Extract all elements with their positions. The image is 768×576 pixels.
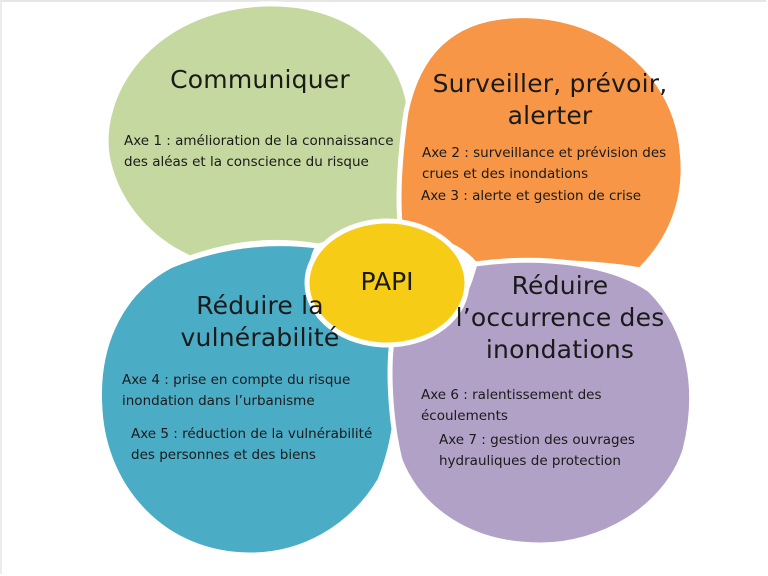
petal-surveiller-title: Surveiller, prévoir, alerter [420, 68, 680, 132]
axe-1: Axe 1 : amélioration de la connaissance … [124, 131, 414, 173]
axe-line: hydrauliques de protection [439, 453, 621, 469]
petal-occurrence-title: Réduire l’occurrence des inondations [445, 270, 675, 366]
axe-2: Axe 2 : surveillance et prévision des cr… [422, 143, 702, 185]
axe-line: écoulements [421, 408, 508, 424]
axe-line: des personnes et des biens [131, 447, 316, 463]
axe-line: crues et des inondations [422, 166, 589, 182]
axe-line: Axe 4 : prise en compte du risque [122, 372, 351, 388]
papi-center-shape [304, 218, 470, 348]
title-line: l’occurrence des [455, 303, 665, 332]
petal-communiquer-title: Communiquer [150, 64, 370, 96]
axe-6: Axe 6 : ralentissement des écoulements [421, 385, 681, 427]
axe-line: Axe 3 : alerte et gestion de crise [421, 188, 642, 204]
axe-line: Axe 6 : ralentissement des [421, 387, 602, 403]
axe-line: Axe 2 : surveillance et prévision des [422, 145, 667, 161]
title-line: inondations [485, 335, 635, 364]
axe-line: inondation dans l’urbanisme [122, 393, 315, 409]
papi-label: PAPI [360, 267, 414, 296]
axe-4: Axe 4 : prise en compte du risque inonda… [122, 370, 382, 412]
title-line: vulnérabilité [180, 323, 340, 352]
axe-3: Axe 3 : alerte et gestion de crise [421, 186, 701, 207]
axe-line: des aléas et la conscience du risque [124, 154, 369, 170]
axe-line: Axe 7 : gestion des ouvrages [439, 432, 635, 448]
title-line: Réduire la [196, 291, 324, 320]
title-line: Communiquer [170, 65, 350, 94]
papi-center: PAPI [337, 266, 437, 298]
axe-line: Axe 5 : réduction de la vulnérabilité [131, 426, 373, 442]
axe-7: Axe 7 : gestion des ouvrages hydraulique… [439, 430, 689, 472]
axe-5: Axe 5 : réduction de la vulnérabilité de… [131, 424, 391, 466]
title-line: Surveiller, prévoir, [432, 69, 668, 98]
petal-vulnerabilite-title: Réduire la vulnérabilité [150, 290, 370, 354]
title-line: Réduire [511, 271, 609, 300]
axe-line: Axe 1 : amélioration de la connaissance [124, 133, 394, 149]
title-line: alerter [507, 101, 593, 130]
